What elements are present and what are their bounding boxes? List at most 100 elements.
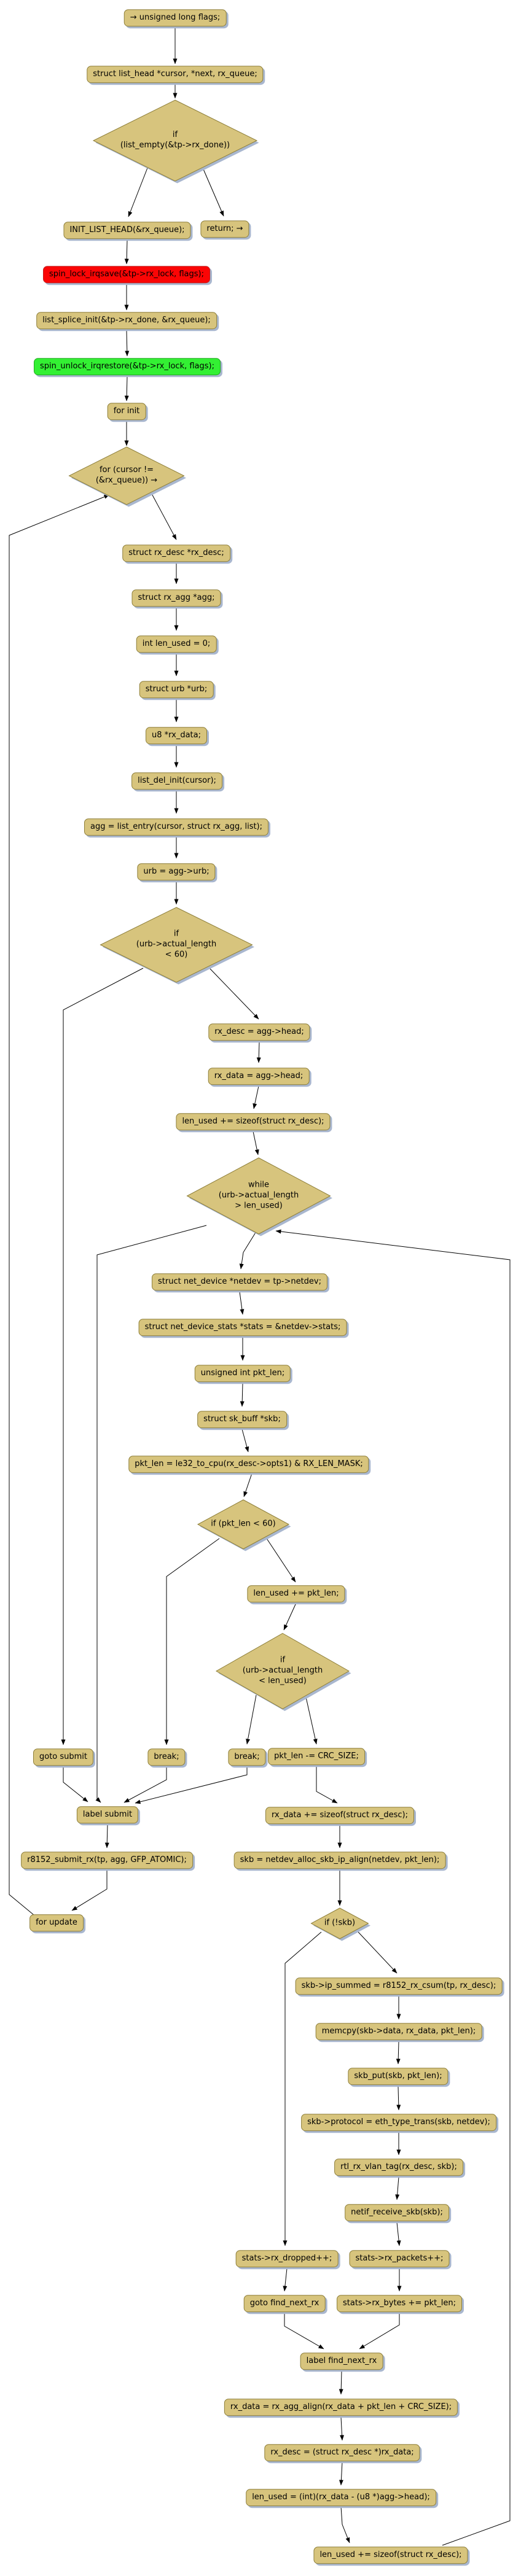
- edge-while-cond-diamond-to-label-submit-node: [95, 1225, 207, 1803]
- netif-receive-node: netif_receive_skb(skb);: [345, 2204, 449, 2221]
- urb-assign-node: urb = agg->urb;: [137, 863, 216, 880]
- if-list-empty-diamond-label: if (list_empty(&tp->rx_done)): [120, 130, 230, 150]
- pkt-len-assign-node: pkt_len = le32_to_cpu(rx_desc->opts1) & …: [128, 1456, 369, 1473]
- decl-skb-node: struct sk_buff *skb;: [197, 1411, 287, 1428]
- init-list-head-node: INIT_LIST_HEAD(&rx_queue);: [63, 222, 191, 239]
- rx-data-add-sizeof-node: rx_data += sizeof(struct rx_desc);: [265, 1807, 414, 1824]
- rx-bytes-node: stats->rx_bytes += pkt_len;: [337, 2295, 462, 2312]
- break-1-node: break;: [147, 1748, 186, 1766]
- return-node: return; →: [200, 220, 249, 238]
- list-splice-node: list_splice_init(&tp->rx_done, &rx_queue…: [36, 312, 217, 329]
- if-actual-lt-60-diamond-label: if (urb->actual_length < 60): [136, 929, 217, 960]
- label-submit-node: label submit: [76, 1806, 139, 1823]
- edge-if-pkt-len-lt-60-diamond-to-len-used-add-pkt-node: [266, 1538, 296, 1583]
- if-pkt-len-lt-60-diamond: [197, 1499, 290, 1550]
- edge-if-pkt-len-lt-60-diamond-to-break-1-node: [164, 1538, 220, 1745]
- for-update-node: for update: [29, 1914, 84, 1931]
- rx-packets-node: stats->rx_packets++;: [349, 2250, 450, 2267]
- edge-len-used-sizeof-2-node-to-while-cond-diamond: [275, 1229, 511, 2546]
- spin-unlock-node: spin_unlock_irqrestore(&tp->rx_lock, fla…: [34, 358, 221, 375]
- rx-data-align-node: rx_data = rx_agg_align(rx_data + pkt_len…: [224, 2399, 458, 2416]
- goto-find-next-rx-node: goto find_next_rx: [243, 2295, 326, 2312]
- if-not-skb-diamond: [310, 1907, 369, 1939]
- edge-rx-data-align-node-to-rx-desc-cast-node: [340, 2416, 345, 2441]
- edge-label-submit-node-to-submit-rx-node: [104, 1824, 109, 1849]
- if-actual-lt-60-diamond: [100, 907, 253, 983]
- pkt-len-crc-node: pkt_len -= CRC_SIZE;: [268, 1748, 365, 1765]
- protocol-node: skb->protocol = eth_type_trans(skb, netd…: [301, 2114, 496, 2131]
- edge-netif-receive-node-to-rx-packets-node: [396, 2222, 401, 2246]
- edge-rx-data-head-node-to-len-used-sizeof-node: [253, 1085, 259, 1109]
- edge-if-not-skb-diamond-to-ip-summed-node: [358, 1931, 398, 1974]
- edge-label-find-next-rx-node-to-rx-data-align-node: [339, 2370, 343, 2395]
- edge-pkt-len-crc-node-to-rx-data-add-sizeof-node: [316, 1766, 338, 1804]
- edge-vlan-tag-node-to-netif-receive-node: [395, 2176, 400, 2200]
- goto-submit-node: goto submit: [33, 1748, 94, 1766]
- if-actual-lt-used-diamond-label: if (urb->actual_length < len_used): [242, 1655, 323, 1686]
- spin-lock-node: spin_lock_irqsave(&tp->rx_lock, flags);: [43, 266, 210, 283]
- decl-rx-data-node: u8 *rx_data;: [146, 727, 207, 744]
- if-actual-lt-used-diamond: [215, 1632, 350, 1710]
- len-used-add-pkt-node: len_used += pkt_len;: [247, 1585, 345, 1602]
- edge-memcpy-node-to-skb-put-node: [396, 2041, 401, 2065]
- rx-dropped-node: stats->rx_dropped++;: [235, 2250, 339, 2267]
- edge-decl-pkt-len-node-to-decl-skb-node: [240, 1383, 245, 1407]
- decl-cursor-node: struct list_head *cursor, *next, rx_queu…: [87, 66, 264, 83]
- len-used-sizeof-node: len_used += sizeof(struct rx_desc);: [176, 1113, 331, 1130]
- edge-decl-netdev-node-to-decl-stats-node: [239, 1291, 245, 1315]
- list-del-init-node: list_del_init(cursor);: [131, 772, 222, 789]
- edge-if-not-skb-diamond-to-rx-dropped-node: [283, 1931, 322, 2246]
- label-find-next-rx-node: label find_next_rx: [300, 2353, 383, 2370]
- edge-while-cond-diamond-to-decl-netdev-node: [239, 1231, 257, 1270]
- decl-agg-node: struct rx_agg *agg;: [131, 589, 221, 607]
- edge-submit-rx-node-to-for-update-node: [71, 1870, 108, 1911]
- decl-stats-node: struct net_device_stats *stats = &netdev…: [138, 1319, 347, 1336]
- vlan-tag-node: rtl_rx_vlan_tag(rx_desc, skb);: [334, 2159, 463, 2176]
- decl-pkt-len-node: unsigned int pkt_len;: [194, 1365, 291, 1382]
- edge-goto-find-next-rx-node-to-label-find-next-rx-node: [284, 2313, 324, 2349]
- edge-for-update-node-to-for-cond-diamond: [9, 494, 110, 1916]
- edge-if-actual-lt-used-diamond-to-break-2-node: [246, 1694, 257, 1745]
- while-cond-diamond-label: while (urb->actual_length > len_used): [218, 1180, 299, 1211]
- if-pkt-len-lt-60-diamond-label: if (pkt_len < 60): [211, 1519, 276, 1529]
- edge-rx-bytes-node-to-label-find-next-rx-node: [359, 2313, 400, 2349]
- if-list-empty-diamond: [92, 99, 258, 182]
- break-2-node: break;: [228, 1748, 266, 1766]
- edge-break-2-node-to-label-submit-node: [135, 1767, 248, 1804]
- edge-skb-put-node-to-protocol-node: [396, 2085, 401, 2111]
- skb-put-node: skb_put(skb, pkt_len);: [348, 2068, 449, 2085]
- submit-rx-node: r8152_submit_rx(tp, agg, GFP_ATOMIC);: [21, 1852, 193, 1869]
- decl-urb-node: struct urb *urb;: [139, 681, 214, 698]
- edge-for-cond-diamond-to-decl-rx-desc-node: [149, 489, 177, 540]
- len-used-sizeof-2-node: len_used += sizeof(struct rx_desc);: [313, 2547, 468, 2564]
- decl-len-used-node: int len_used = 0;: [136, 635, 217, 653]
- if-not-skb-diamond-label: if (!skb): [324, 1918, 356, 1928]
- edge-rx-dropped-node-to-goto-find-next-rx-node: [283, 2268, 288, 2292]
- edge-if-actual-lt-60-diamond-to-goto-submit-node: [61, 968, 144, 1745]
- edge-pkt-len-assign-node-to-if-pkt-len-lt-60-diamond: [243, 1473, 253, 1497]
- edge-if-actual-lt-60-diamond-to-rx-desc-head-node: [209, 968, 259, 1020]
- decl-rx-desc-node: struct rx_desc *rx_desc;: [122, 545, 230, 562]
- ip-summed-node: skb->ip_summed = r8152_rx_csum(tp, rx_de…: [295, 1977, 503, 1995]
- edge-decl-skb-node-to-pkt-len-assign-node: [241, 1429, 249, 1453]
- edge-break-1-node-to-label-submit-node: [123, 1767, 167, 1803]
- rx-desc-head-node: rx_desc = agg->head;: [208, 1023, 310, 1041]
- edge-len-used-add-pkt-node-to-if-actual-lt-used-diamond: [283, 1602, 297, 1631]
- len-used-int-node: len_used = (int)(rx_data - (u8 *)agg->he…: [246, 2489, 436, 2506]
- edge-len-used-sizeof-node-to-while-cond-diamond: [253, 1131, 259, 1155]
- for-cond-diamond: [68, 446, 185, 505]
- for-cond-diamond-label: for (cursor != (&rx_queue)) →: [95, 465, 158, 485]
- decl-netdev-node: struct net_device *netdev = tp->netdev;: [151, 1273, 328, 1290]
- agg-list-entry-node: agg = list_entry(cursor, struct rx_agg, …: [84, 818, 269, 836]
- edge-if-actual-lt-used-diamond-to-pkt-len-crc-node: [305, 1694, 318, 1745]
- while-cond-diamond: [186, 1157, 331, 1235]
- start-node: → unsigned long flags;: [123, 9, 227, 26]
- edge-goto-submit-node-to-label-submit-node: [63, 1767, 88, 1802]
- edge-if-list-empty-diamond-to-return-node: [202, 166, 224, 217]
- for-init-node: for init: [107, 403, 146, 420]
- skb-alloc-node: skb = netdev_alloc_skb_ip_align(netdev, …: [233, 1852, 446, 1869]
- rx-desc-cast-node: rx_desc = (struct rx_desc *)rx_data;: [264, 2444, 420, 2461]
- edge-len-used-int-node-to-len-used-sizeof-2-node: [340, 2506, 350, 2543]
